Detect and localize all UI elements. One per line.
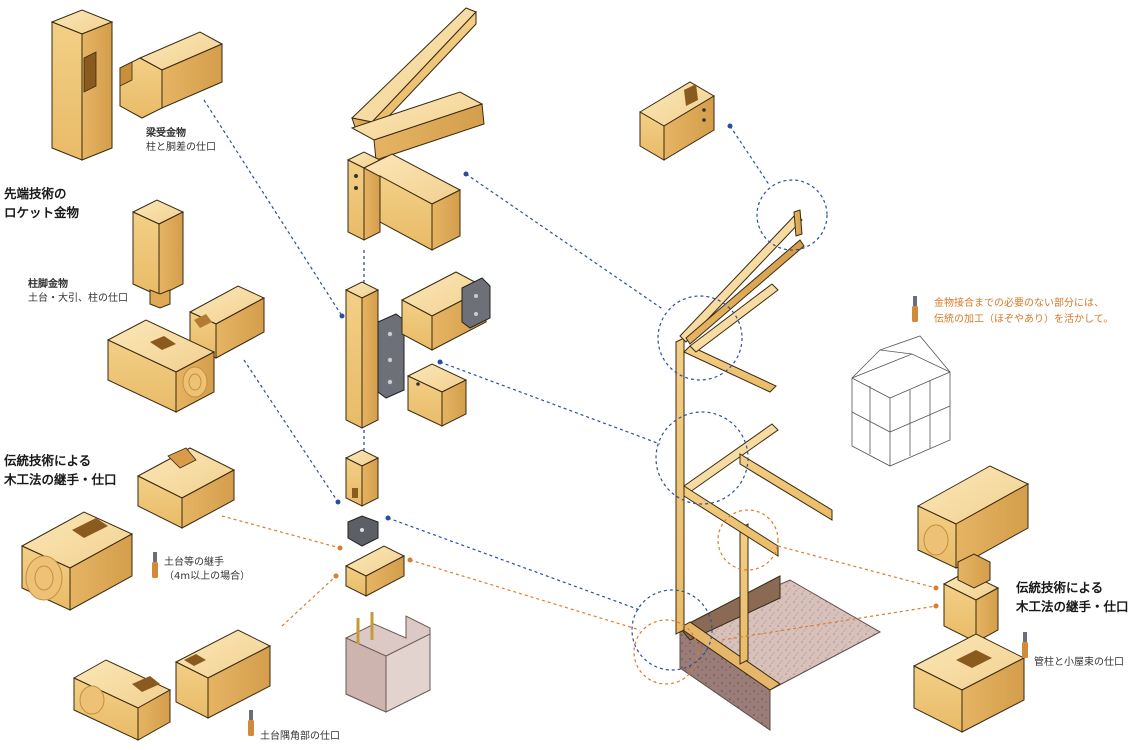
beam-receiving-hardware (400, 271, 491, 351)
chisel-icon (1022, 632, 1028, 658)
post-with-mortise (50, 9, 114, 161)
blue-dots (335, 123, 733, 521)
dovetail-joint-lower (20, 511, 134, 611)
chisel-icon (152, 552, 158, 578)
beam-with-tenon (119, 31, 224, 119)
rocket-bracket (377, 313, 405, 399)
rafter (350, 7, 477, 136)
right-block-lower (912, 633, 1026, 733)
post-bottom (344, 449, 380, 507)
orange-dots (333, 545, 939, 609)
traditional-left-heading: 伝統技術による 木工法の継手・仕口 (4, 451, 117, 489)
column-base-bracket (347, 515, 379, 547)
traditional-left-line2: 木工法の継手・仕口 (4, 472, 117, 487)
dovetail-joint-upper (136, 447, 236, 529)
column-base-title: 柱脚金物 (28, 279, 68, 290)
post-top-joint (346, 151, 462, 251)
traditional-right-line2: 木工法の継手・仕口 (1016, 599, 1129, 614)
traditional-note: 金物接合までの必要のない部分には、 伝統の加工（ほぞやあり）を活かして。 (934, 296, 1113, 328)
chisel-icon (912, 296, 918, 322)
column-base-desc: 土台・大引、柱の仕口 (28, 293, 128, 304)
rafter-end-piece (639, 81, 715, 161)
sill-joint-label: 土台等の継手 （4m以上の場合） (164, 556, 250, 584)
sill-corner-label: 土台隅角部の仕口 (260, 731, 340, 742)
short-post (131, 199, 185, 309)
corner-sill-right (174, 629, 272, 719)
beam-hardware-desc: 柱と胴差の仕口 (146, 142, 216, 153)
post-with-rocket-hardware (344, 281, 380, 429)
sill-block (106, 319, 216, 413)
tenon-piece (942, 553, 1000, 643)
rafter-lower (350, 91, 485, 161)
rocket-hardware-heading: 先端技術の ロケット金物 (4, 184, 79, 222)
beam-hardware-label: 梁受金物 柱と胴差の仕口 (146, 127, 216, 155)
traditional-left-line1: 伝統技術による (4, 453, 92, 468)
right-block-upper (916, 465, 1030, 569)
traditional-right-line1: 伝統技術による (1016, 580, 1104, 595)
rocket-line1: 先端技術の (4, 186, 67, 201)
sill-joint-line2: （4m以上の場合） (164, 571, 251, 582)
post-joint-label: 管柱と小屋束の仕口 (1034, 657, 1124, 668)
traditional-right-heading: 伝統技術による 木工法の継手・仕口 (1016, 578, 1129, 616)
note-line1: 金物接合までの必要のない部分には、 (934, 298, 1104, 309)
foundation-block (345, 612, 431, 713)
beam-hardware-title: 梁受金物 (146, 128, 186, 139)
sill-joint-line1: 土台等の継手 (164, 557, 224, 568)
orange-leaders (221, 509, 937, 685)
corner-sill-left (72, 659, 172, 741)
house-wireframe (851, 335, 951, 467)
sill-corner-joint (344, 545, 406, 597)
rocket-line2: ロケット金物 (4, 205, 80, 220)
note-line2: 伝統の加工（ほぞやあり）を活かして。 (934, 314, 1114, 325)
small-beam-block (406, 363, 468, 427)
blue-leaders (203, 99, 828, 671)
column-base-label: 柱脚金物 土台・大引、柱の仕口 (28, 278, 128, 306)
house-frame (675, 209, 882, 731)
chisel-icon (248, 710, 254, 736)
